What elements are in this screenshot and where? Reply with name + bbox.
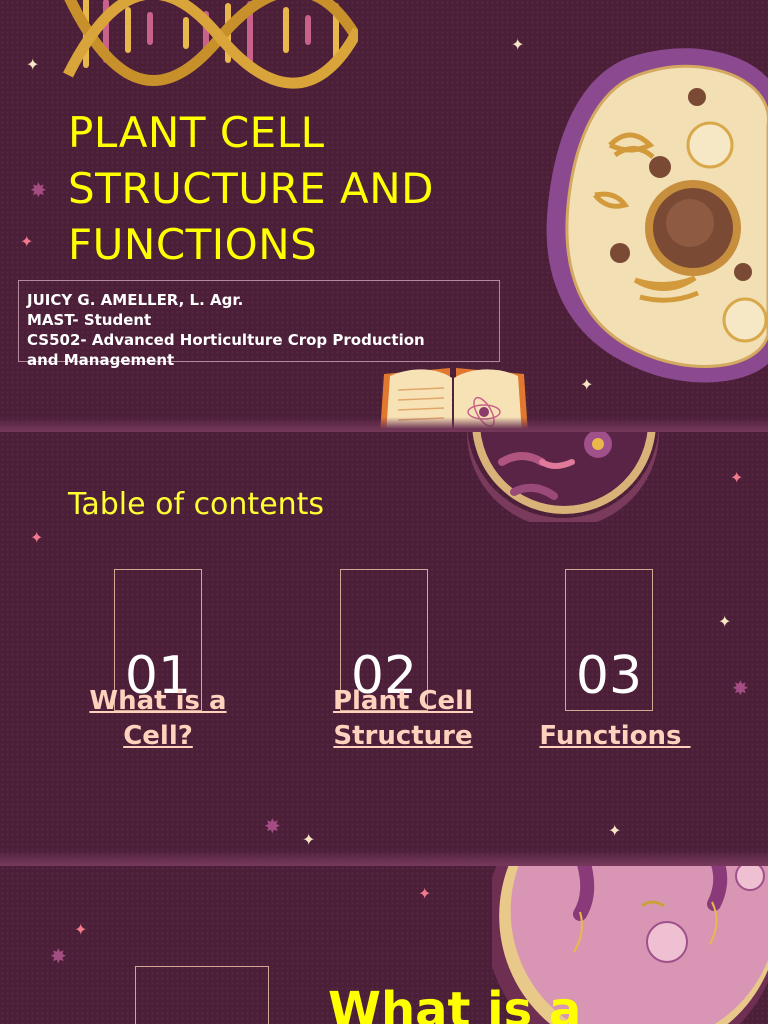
star-burst-icon: ✸ xyxy=(732,676,749,700)
title-slide: PLANT CELL STRUCTURE AND FUNCTIONS JUICY… xyxy=(0,0,768,432)
section-heading: What is a xyxy=(328,982,582,1024)
toc-link-plant-cell-structure[interactable]: Plant Cell Structure xyxy=(332,686,474,751)
sparkle-icon: ✦ xyxy=(608,821,622,840)
table-of-contents-slide: Table of contents 01 What is a Cell? 02 … xyxy=(0,432,768,866)
title-line-2: STRUCTURE AND xyxy=(68,164,435,213)
number-frame xyxy=(135,966,269,1024)
author-course-continued: and Management xyxy=(27,351,175,369)
sparkle-icon: ✦ xyxy=(718,612,732,631)
author-role: MAST- Student xyxy=(27,311,152,329)
title-line-1: PLANT CELL xyxy=(68,108,325,157)
toc-number-frame xyxy=(565,569,653,711)
toc-number-frame xyxy=(114,569,202,711)
sparkle-icon: ✦ xyxy=(730,468,744,487)
sparkle-icon: ✦ xyxy=(302,830,316,849)
microscope-view-illustration xyxy=(467,432,659,522)
author-name: JUICY G. AMELLER, L. Agr. xyxy=(27,291,244,309)
toc-heading: Table of contents xyxy=(68,487,325,522)
toc-number-02: 02 xyxy=(350,646,418,706)
dna-helix-illustration xyxy=(63,0,358,89)
sparkle-icon: ✦ xyxy=(74,920,88,939)
toc-number-01: 01 xyxy=(124,646,192,706)
open-book-illustration xyxy=(380,368,528,432)
star-burst-icon: ✸ xyxy=(264,814,281,838)
cell-microscope-illustration xyxy=(492,866,768,1024)
toc-link-what-is-a-cell[interactable]: What is a Cell? xyxy=(89,686,227,751)
author-info-box: JUICY G. AMELLER, L. Agr. MAST- Student … xyxy=(18,280,500,369)
what-is-a-cell-slide: What is a ✦ ✦ ✸ xyxy=(0,866,768,1024)
toc-number-frame xyxy=(340,569,428,711)
author-course: CS502- Advanced Horticulture Crop Produc… xyxy=(27,331,425,349)
sparkle-icon: ✦ xyxy=(418,884,432,903)
toc-link-functions[interactable]: Functions xyxy=(539,721,691,751)
sparkle-icon: ✦ xyxy=(580,375,594,394)
sparkle-icon: ✦ xyxy=(30,528,44,547)
title-line-3: FUNCTIONS xyxy=(68,220,318,269)
star-burst-icon: ✸ xyxy=(50,944,67,968)
sparkle-icon: ✦ xyxy=(20,232,34,251)
toc-number-03: 03 xyxy=(575,646,643,706)
animal-cell-illustration xyxy=(546,48,768,383)
sparkle-icon: ✦ xyxy=(511,35,525,54)
sparkle-icon: ✦ xyxy=(26,55,40,74)
star-burst-icon: ✸ xyxy=(30,178,47,202)
presentation-title: PLANT CELL STRUCTURE AND FUNCTIONS xyxy=(68,105,498,273)
